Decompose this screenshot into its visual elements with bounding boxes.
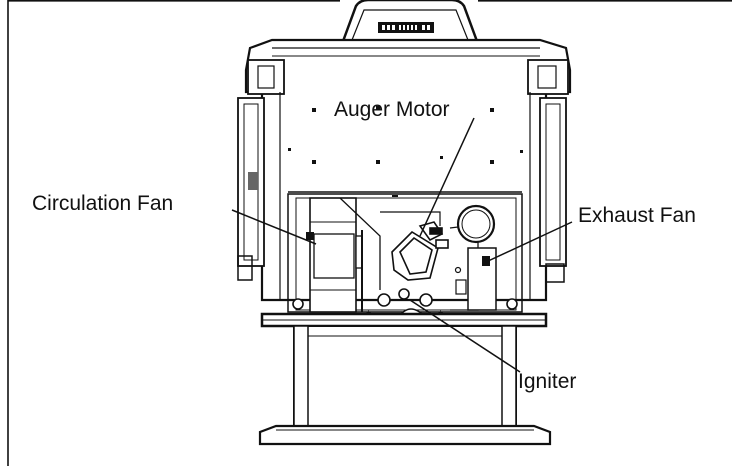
circulation-fan-label: Circulation Fan: [32, 192, 174, 215]
exhaust-fan-shape: [454, 204, 497, 311]
igniter-label: Igniter: [518, 370, 577, 393]
circulation-fan-shape: [306, 197, 363, 313]
leader-lines: [231, 117, 573, 373]
exhaust-fan-label: Exhaust Fan: [578, 204, 696, 227]
igniter-leader: [409, 299, 521, 373]
top-vent-cap: [340, 0, 480, 46]
exhaust-fan-leader: [485, 221, 573, 263]
pedestal: [293, 325, 517, 427]
frame-border: [7, 0, 732, 466]
circulation-fan-leader: [231, 209, 317, 245]
foot-base: [258, 424, 552, 446]
base-plate: [260, 312, 548, 328]
auger-motor-label: Auger Motor: [334, 98, 450, 121]
auger-motor-shape: [391, 221, 449, 281]
auger-motor-leader: [419, 117, 475, 237]
